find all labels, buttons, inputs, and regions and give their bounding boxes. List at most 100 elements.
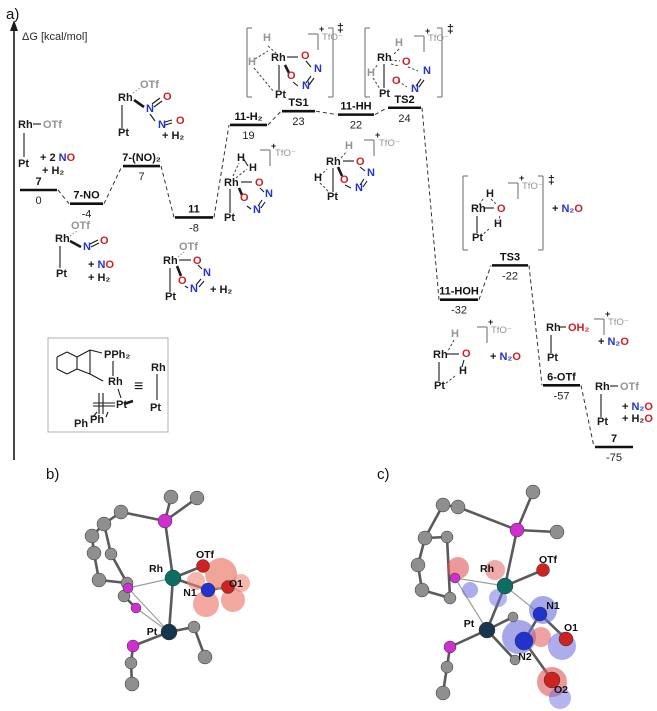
carbon-atom xyxy=(507,611,519,623)
level-label-7: 7 xyxy=(35,176,41,188)
oxygen-atom xyxy=(543,671,561,689)
svg-text:+ H₂: + H₂ xyxy=(88,272,110,284)
carbon-atom xyxy=(509,654,521,666)
orbital-lobe xyxy=(531,627,551,647)
svg-text:+ H₂: + H₂ xyxy=(42,165,64,177)
svg-text:Pt: Pt xyxy=(379,88,390,100)
carbon-atom xyxy=(124,676,140,692)
svg-text:Ph: Ph xyxy=(90,414,104,426)
phos-atom xyxy=(126,639,140,653)
carbon-atom xyxy=(197,649,213,665)
svg-text:Ph: Ph xyxy=(74,418,88,430)
svg-text:N: N xyxy=(203,267,211,279)
svg-text:Rh: Rh xyxy=(224,177,239,189)
orbital-lobe xyxy=(232,574,250,592)
svg-text:OH₂: OH₂ xyxy=(568,322,590,334)
svg-text:Rh: Rh xyxy=(118,92,133,104)
svg-text:Pt: Pt xyxy=(150,402,161,414)
svg-text:Pt: Pt xyxy=(56,268,67,280)
svg-text:H: H xyxy=(367,67,375,79)
svg-text:‡: ‡ xyxy=(548,173,555,187)
nitrogen-atom xyxy=(200,582,216,598)
carbon-atom xyxy=(549,524,565,540)
svg-text:+ N₂O: + N₂O xyxy=(598,336,629,348)
level-label-TS1: TS1 xyxy=(288,97,308,109)
svg-text:O: O xyxy=(255,177,264,189)
svg-text:N: N xyxy=(265,188,273,200)
atom-label-N1: N1 xyxy=(183,587,197,599)
energy-level-11-HH: 11-HH 22 xyxy=(338,101,374,132)
svg-text:O: O xyxy=(402,56,411,68)
svg-text:OTf: OTf xyxy=(620,381,639,393)
energy-level-TS2: TS2 24 xyxy=(388,94,421,125)
rh-atom xyxy=(496,577,514,595)
svg-text:+: + xyxy=(519,173,524,183)
atom-label-O1: O1 xyxy=(229,578,243,590)
svg-text:Rh: Rh xyxy=(471,203,486,215)
svg-text:+: + xyxy=(605,309,610,319)
svg-text:Pt: Pt xyxy=(472,232,483,244)
atom-label-N2: N2 xyxy=(518,651,532,663)
svg-text:H: H xyxy=(494,218,502,230)
svg-text:O: O xyxy=(240,192,249,204)
level-label-11-HOH: 11-HOH xyxy=(439,286,479,298)
svg-text:H: H xyxy=(314,172,322,184)
level-value-TS2: 24 xyxy=(398,113,410,125)
svg-text:+ H₂: + H₂ xyxy=(210,284,232,296)
svg-text:N: N xyxy=(423,65,431,77)
svg-text:N: N xyxy=(302,80,310,92)
svg-text:TfO⁻: TfO⁻ xyxy=(522,181,543,192)
svg-text:N: N xyxy=(314,63,322,75)
energy-level-11-HOH: 11-HOH-32 xyxy=(439,286,479,317)
svg-text:‡: ‡ xyxy=(447,22,454,36)
svg-text:H: H xyxy=(263,32,271,44)
svg-text:Pt: Pt xyxy=(116,399,127,411)
svg-text:O: O xyxy=(100,235,109,247)
svg-text:O: O xyxy=(178,275,187,287)
svg-text:Pt: Pt xyxy=(434,380,445,392)
level-label-7-NO: 7-NO xyxy=(73,190,100,202)
svg-text:Rh: Rh xyxy=(271,52,286,64)
level-value-11-HH: 22 xyxy=(350,120,362,132)
level-connectors xyxy=(57,107,595,448)
carbon-atom xyxy=(440,660,454,674)
svg-text:N: N xyxy=(190,283,198,295)
svg-text:+ NO: + NO xyxy=(88,259,114,271)
level-label-TS2: TS2 xyxy=(394,94,414,106)
svg-text:N: N xyxy=(367,167,375,179)
nitrogen-atom xyxy=(532,606,548,622)
svg-text:O: O xyxy=(287,70,296,82)
svg-text:TfO⁻: TfO⁻ xyxy=(275,148,296,159)
orbital-lobe xyxy=(462,582,478,598)
energy-level-11: 11-8 xyxy=(175,203,213,234)
svg-text:Rh: Rh xyxy=(377,52,392,64)
oxygen-atom xyxy=(196,559,210,573)
rh-atom xyxy=(164,569,182,587)
carbon-atom xyxy=(91,572,107,588)
oxygen-atom xyxy=(558,631,574,647)
svg-text:Rh: Rh xyxy=(108,376,123,388)
svg-text:O: O xyxy=(356,156,365,168)
svg-text:H: H xyxy=(459,365,467,377)
atom-label-Pt: Pt xyxy=(147,626,158,638)
svg-text:O: O xyxy=(497,203,506,215)
energy-level-7-NO2: 7-(NO)₂7 xyxy=(122,152,161,183)
atom-label-Rh: Rh xyxy=(480,563,494,575)
carbon-atom xyxy=(163,489,179,505)
level-value-7-NO2: 7 xyxy=(138,171,144,183)
svg-text:N: N xyxy=(411,83,419,95)
carbon-atom xyxy=(450,499,466,515)
carbon-atom xyxy=(124,656,138,670)
energy-level-TS3: TS3-22 xyxy=(492,251,528,282)
level-value-7-final: -75 xyxy=(606,452,622,464)
svg-text:Pt: Pt xyxy=(224,212,235,224)
carbon-atom xyxy=(84,528,100,544)
level-label-11-HH: 11-HH xyxy=(340,101,371,113)
